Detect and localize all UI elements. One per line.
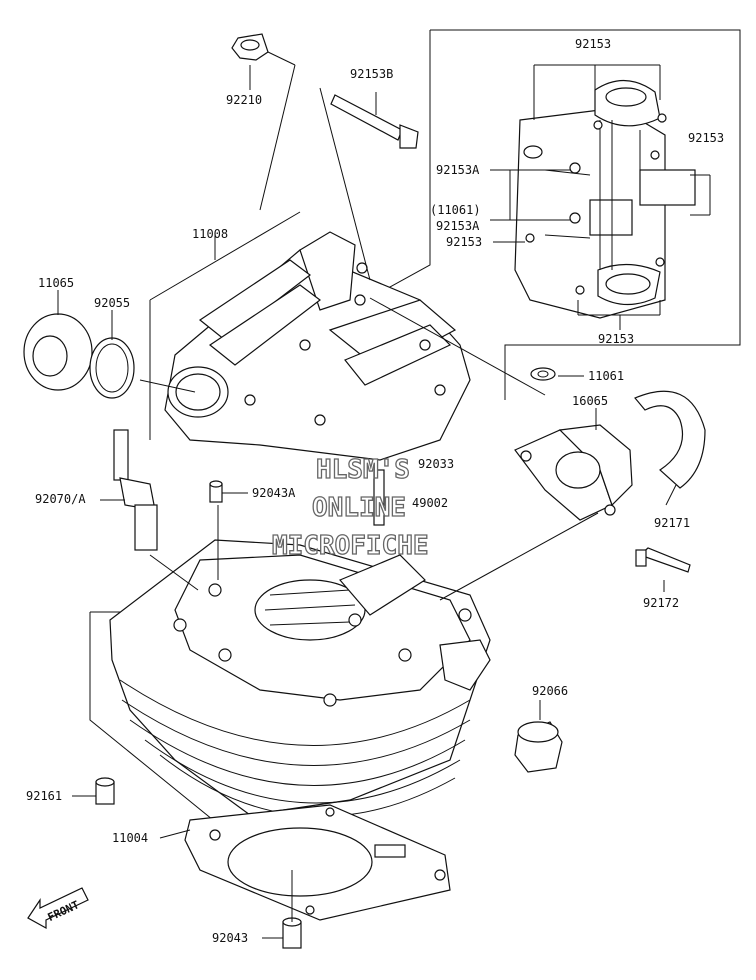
label-92172: 92172 (643, 596, 679, 610)
watermark-line-1: HLSM'S (316, 455, 410, 485)
label-11061-paren: (11061) (430, 203, 481, 217)
label-92153-top: 92153 (575, 37, 611, 51)
label-49002: 49002 (412, 496, 448, 510)
label-92153a-1: 92153A (436, 163, 480, 177)
front-arrow-icon: FRONT (27, 887, 89, 930)
bolt-92153B (330, 94, 419, 149)
label-16065: 16065 (572, 394, 608, 408)
label-92153-left: 92153 (446, 235, 482, 249)
plug-cap-92066 (514, 721, 563, 773)
label-92070a: 92070/A (35, 492, 86, 506)
washer-11061 (530, 367, 556, 381)
label-92043a: 92043A (252, 486, 296, 500)
label-92210: 92210 (226, 93, 262, 107)
valve-cover-part (514, 79, 696, 319)
label-92171: 92171 (654, 516, 690, 530)
label-92153a-2: 92153A (436, 219, 480, 233)
cylinder-head-part (109, 539, 491, 817)
label-11004: 11004 (112, 831, 148, 845)
watermark: HLSM'S ONLINE MICROFICHE (271, 454, 429, 561)
watermark-line-2: ONLINE (312, 493, 406, 523)
dowel-pin-92043A (209, 480, 223, 503)
label-92066: 92066 (532, 684, 568, 698)
part-labels: 92210 92153B 92153 92153 92153A (11061) … (26, 37, 724, 945)
clamp-92171 (634, 390, 706, 489)
label-11061: 11061 (588, 369, 624, 383)
label-92055: 92055 (94, 296, 130, 310)
label-92153-right: 92153 (688, 131, 724, 145)
cam-holder-part (164, 231, 471, 461)
spark-plug-92070A (113, 429, 158, 551)
cap-11065 (23, 313, 93, 391)
intake-pipe-16065 (514, 424, 633, 521)
dowel-pin-92043 (282, 917, 302, 949)
label-92153-bottom: 92153 (598, 332, 634, 346)
dowel-pin-92161 (95, 777, 115, 805)
stud-bolt-92033 (373, 469, 385, 526)
label-92043: 92043 (212, 931, 248, 945)
label-92153b: 92153B (350, 67, 393, 81)
label-11008: 11008 (192, 227, 228, 241)
label-92033: 92033 (418, 457, 454, 471)
label-92161: 92161 (26, 789, 62, 803)
leader-lines (57, 51, 711, 939)
cap-nut-92210 (231, 33, 269, 61)
head-gasket-part (184, 804, 451, 921)
o-ring-92055 (89, 337, 135, 399)
watermark-line-3: MICROFICHE (272, 531, 429, 561)
screw-92172 (635, 547, 691, 573)
label-11065: 11065 (38, 276, 74, 290)
